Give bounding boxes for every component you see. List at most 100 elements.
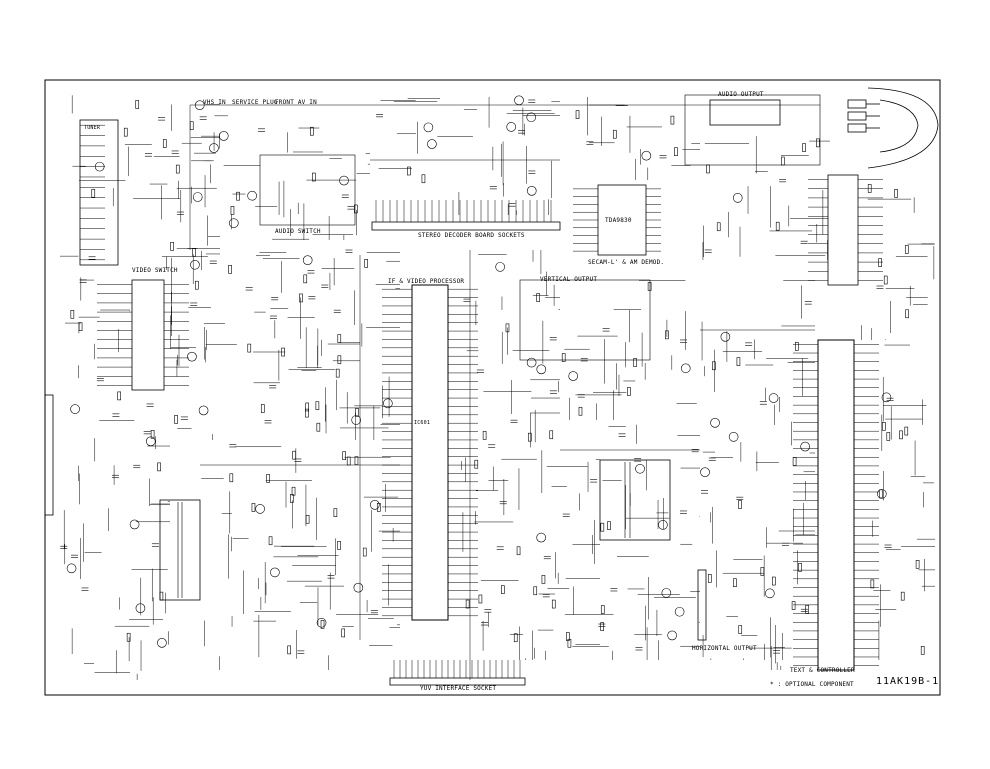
resistor bbox=[712, 361, 716, 371]
resistor bbox=[337, 541, 341, 550]
resistor bbox=[303, 274, 308, 284]
resistor bbox=[337, 334, 342, 343]
transistor bbox=[881, 392, 892, 403]
resistor bbox=[305, 402, 309, 412]
resistor bbox=[236, 191, 240, 201]
video-switch-label: VIDEO SWITCH bbox=[132, 267, 178, 274]
resistor bbox=[879, 489, 883, 499]
yuv-socket-strip bbox=[389, 677, 526, 686]
transistor bbox=[66, 563, 77, 574]
transistor bbox=[680, 363, 691, 374]
resistor bbox=[305, 408, 309, 418]
sheet-frame bbox=[44, 79, 941, 696]
transistor bbox=[635, 463, 645, 474]
transistor bbox=[732, 193, 743, 203]
resistor bbox=[91, 188, 96, 198]
resistor bbox=[229, 473, 234, 483]
transistor bbox=[218, 131, 229, 141]
resistor bbox=[551, 599, 556, 609]
transistor bbox=[641, 150, 652, 161]
transistor bbox=[129, 519, 140, 530]
audio-output-label: AUDIO OUTPUT bbox=[718, 91, 764, 98]
audio-output-ic bbox=[709, 99, 781, 126]
if-video-label: IF & VIDEO PROCESSOR bbox=[388, 278, 465, 285]
transistor bbox=[270, 567, 280, 578]
video-switch-ic bbox=[131, 279, 165, 391]
transistor bbox=[423, 122, 434, 133]
resistor bbox=[536, 293, 540, 302]
transistor bbox=[70, 404, 80, 414]
resistor bbox=[333, 508, 338, 517]
optional-component-note: * : OPTIONAL COMPONENT bbox=[770, 681, 854, 688]
vhs-in-label: VHS IN bbox=[203, 99, 226, 106]
resistor bbox=[228, 265, 232, 274]
resistor bbox=[600, 605, 605, 614]
tuner-block bbox=[79, 119, 119, 266]
transistor bbox=[351, 415, 361, 425]
transistor bbox=[339, 175, 349, 186]
transistor bbox=[536, 364, 547, 375]
resistor bbox=[70, 309, 75, 319]
transistor bbox=[192, 192, 203, 202]
front-av-in-label: FRONT AV IN bbox=[275, 99, 317, 106]
resistor bbox=[335, 368, 340, 378]
main-ic-body bbox=[411, 284, 449, 621]
resistor bbox=[268, 536, 273, 546]
transistor bbox=[247, 190, 257, 201]
resistor bbox=[798, 563, 802, 572]
resistor bbox=[320, 620, 325, 629]
resistor bbox=[287, 645, 291, 655]
transistor bbox=[674, 606, 685, 617]
resistor bbox=[600, 622, 604, 631]
resistor bbox=[802, 143, 806, 152]
resistor bbox=[337, 355, 342, 365]
resistor bbox=[781, 156, 785, 166]
resistor bbox=[251, 503, 256, 512]
transistor bbox=[568, 371, 579, 381]
resistor bbox=[772, 576, 776, 586]
transistor bbox=[229, 218, 239, 228]
transistor bbox=[370, 499, 380, 510]
resistor bbox=[341, 628, 345, 638]
resistor bbox=[478, 594, 483, 604]
resistor bbox=[126, 632, 131, 642]
resistor bbox=[150, 430, 155, 439]
resistor bbox=[738, 625, 743, 634]
resistor bbox=[607, 521, 611, 530]
audio-output-frame bbox=[684, 94, 821, 166]
secam-label: SECAM-L' & AM DEMOD. bbox=[588, 259, 665, 266]
tuner-label: TUNER bbox=[84, 125, 101, 131]
resistor bbox=[904, 426, 909, 436]
resistor bbox=[738, 500, 742, 509]
transistor bbox=[353, 582, 364, 593]
wiring bbox=[60, 95, 935, 680]
resistor bbox=[904, 245, 909, 254]
transistor bbox=[526, 186, 537, 196]
transistor bbox=[526, 357, 537, 368]
resistor bbox=[633, 358, 637, 367]
transistor bbox=[710, 418, 720, 428]
resistor bbox=[792, 457, 797, 466]
transistor bbox=[427, 139, 437, 149]
resistor bbox=[159, 591, 164, 601]
resistor bbox=[289, 494, 294, 503]
resistor bbox=[665, 330, 669, 340]
smps-transformer bbox=[159, 499, 201, 601]
resistor bbox=[733, 578, 737, 587]
resistor bbox=[905, 309, 909, 319]
transistor bbox=[536, 532, 546, 543]
resistor bbox=[612, 129, 617, 139]
resistor bbox=[561, 353, 566, 362]
resistor bbox=[760, 567, 765, 576]
resistor bbox=[117, 391, 121, 401]
resistor bbox=[174, 415, 178, 424]
transistor bbox=[255, 504, 265, 514]
resistor bbox=[312, 172, 316, 182]
components bbox=[60, 95, 925, 655]
resistor bbox=[299, 293, 303, 303]
resistor bbox=[482, 431, 487, 440]
resistor bbox=[516, 546, 521, 556]
resistor bbox=[775, 221, 780, 231]
tda-chip-label: TDA9830 bbox=[605, 217, 632, 224]
